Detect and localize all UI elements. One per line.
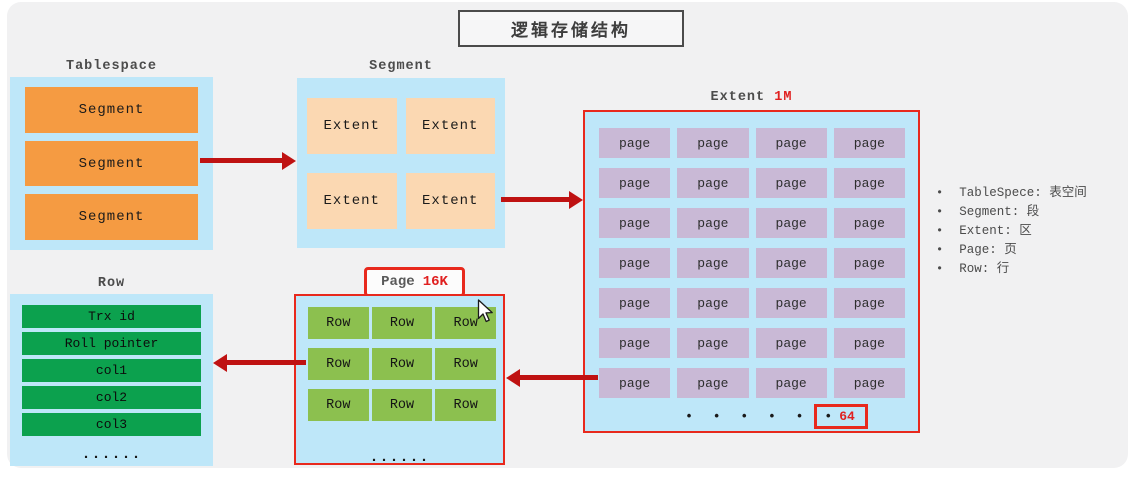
extent-size-text: 1M xyxy=(774,90,793,105)
legend-item: • TableSpece: 表空间 xyxy=(936,184,1128,203)
legend-text: Segment: 段 xyxy=(959,205,1040,219)
page-cell: page xyxy=(755,208,827,238)
bullet-icon: • xyxy=(936,224,944,238)
page-cell: page xyxy=(833,288,905,318)
legend-list: • TableSpece: 表空间 • Segment: 段 • Extent: 区 • Pa… xyxy=(936,184,1128,279)
page-cell: page xyxy=(599,288,671,318)
legend-item: • Page: 页 xyxy=(936,241,1128,260)
page-cell: page xyxy=(833,328,905,358)
page-cell: page xyxy=(599,328,671,358)
arrow-line xyxy=(501,197,571,202)
legend-item: • Extent: 区 xyxy=(936,222,1128,241)
diagram-title: 逻辑存储结构 xyxy=(458,10,684,47)
row-field-bar: col3 xyxy=(22,413,201,436)
row-cell: Row xyxy=(435,389,496,421)
legend-text: TableSpece: 表空间 xyxy=(959,186,1087,200)
bullet-icon: • xyxy=(936,205,944,219)
row-cell: Row xyxy=(308,389,369,421)
bullet-icon: • xyxy=(936,243,944,257)
arrow-line xyxy=(227,360,306,365)
row-cell: Row xyxy=(308,307,369,339)
arrow-left-head-icon xyxy=(506,369,520,387)
ellipsis-dot: • xyxy=(824,408,833,424)
row-cell: Row xyxy=(371,389,433,421)
page-cell: page xyxy=(677,288,749,318)
arrow-line xyxy=(200,158,284,163)
page-cell: page xyxy=(599,368,671,398)
page-cell: page xyxy=(833,128,905,158)
page-cell: page xyxy=(833,368,905,398)
page-size-text: 16K xyxy=(422,274,448,290)
row-fields: Trx id Roll pointer col1 col2 col3 xyxy=(22,305,201,436)
row-label: Row xyxy=(97,276,126,291)
page-cell: page xyxy=(677,328,749,358)
bullet-icon: • xyxy=(936,186,944,200)
page-cell: page xyxy=(599,248,671,278)
page-cell: page xyxy=(677,208,749,238)
row-box: Trx id Roll pointer col1 col2 col3 ...... xyxy=(10,294,213,466)
segment-bar: Segment xyxy=(25,194,198,241)
row-field-bar: Roll pointer xyxy=(22,332,201,355)
page-cell: page xyxy=(755,368,827,398)
page-cell: page xyxy=(833,168,905,198)
row-field-bar: Trx id xyxy=(22,305,201,328)
segment-bar: Segment xyxy=(25,87,198,133)
extent-ellipsis: • • • • • xyxy=(685,408,810,424)
page-count-value: 64 xyxy=(839,408,855,424)
legend-text: Page: 页 xyxy=(959,243,1017,257)
extent-cell: Extent xyxy=(307,98,397,154)
row-cell: Row xyxy=(371,348,433,380)
tablespace-label: Tablespace xyxy=(65,59,157,74)
page-cell: page xyxy=(677,248,749,278)
page-cell: page xyxy=(755,328,827,358)
page-ellipsis: ...... xyxy=(369,449,430,466)
page-label-text: Page xyxy=(381,274,415,290)
bullet-icon: • xyxy=(936,262,944,276)
extent-cell: Extent xyxy=(307,173,397,229)
arrow-right-head-icon xyxy=(569,191,583,209)
page-cell: page xyxy=(755,288,827,318)
row-field-bar: col1 xyxy=(22,359,201,382)
segment-bar: Segment xyxy=(25,140,198,187)
page-cell: page xyxy=(599,168,671,198)
extent-label: Extent 1M xyxy=(583,90,920,105)
row-cell: Row xyxy=(371,307,433,339)
extent-cell: Extent xyxy=(405,98,495,154)
page-label-box: Page 16K xyxy=(364,267,465,297)
page-cell: page xyxy=(755,248,827,278)
arrow-right-head-icon xyxy=(282,152,296,170)
arrow-left-head-icon xyxy=(213,354,227,372)
page-cell: page xyxy=(755,128,827,158)
row-ellipsis: ...... xyxy=(81,446,142,463)
legend-text: Row: 行 xyxy=(959,262,1010,276)
page-cell: page xyxy=(677,128,749,158)
page-cell: page xyxy=(833,248,905,278)
page-cell: page xyxy=(833,208,905,238)
legend-item: • Segment: 段 xyxy=(936,203,1128,222)
page-cell: page xyxy=(599,208,671,238)
page-cell: page xyxy=(677,168,749,198)
page-cell: page xyxy=(677,368,749,398)
row-field-bar: col2 xyxy=(22,386,201,409)
extent-footer: • • • • • • 64 xyxy=(585,402,918,430)
row-cell: Row xyxy=(435,348,496,380)
page-cell: page xyxy=(755,168,827,198)
row-cell: Row xyxy=(308,348,369,380)
diagram-title-text: 逻辑存储结构 xyxy=(511,21,631,40)
arrow-line xyxy=(520,375,598,380)
page-count-highlight: • 64 xyxy=(814,403,868,429)
extent-cell: Extent xyxy=(405,173,495,229)
page-cell: page xyxy=(599,128,671,158)
legend-item: • Row: 行 xyxy=(936,260,1128,279)
mouse-cursor-icon xyxy=(477,299,493,323)
segment-label: Segment xyxy=(369,59,433,74)
extent-label-text: Extent xyxy=(710,90,766,105)
legend-text: Extent: 区 xyxy=(959,224,1032,238)
